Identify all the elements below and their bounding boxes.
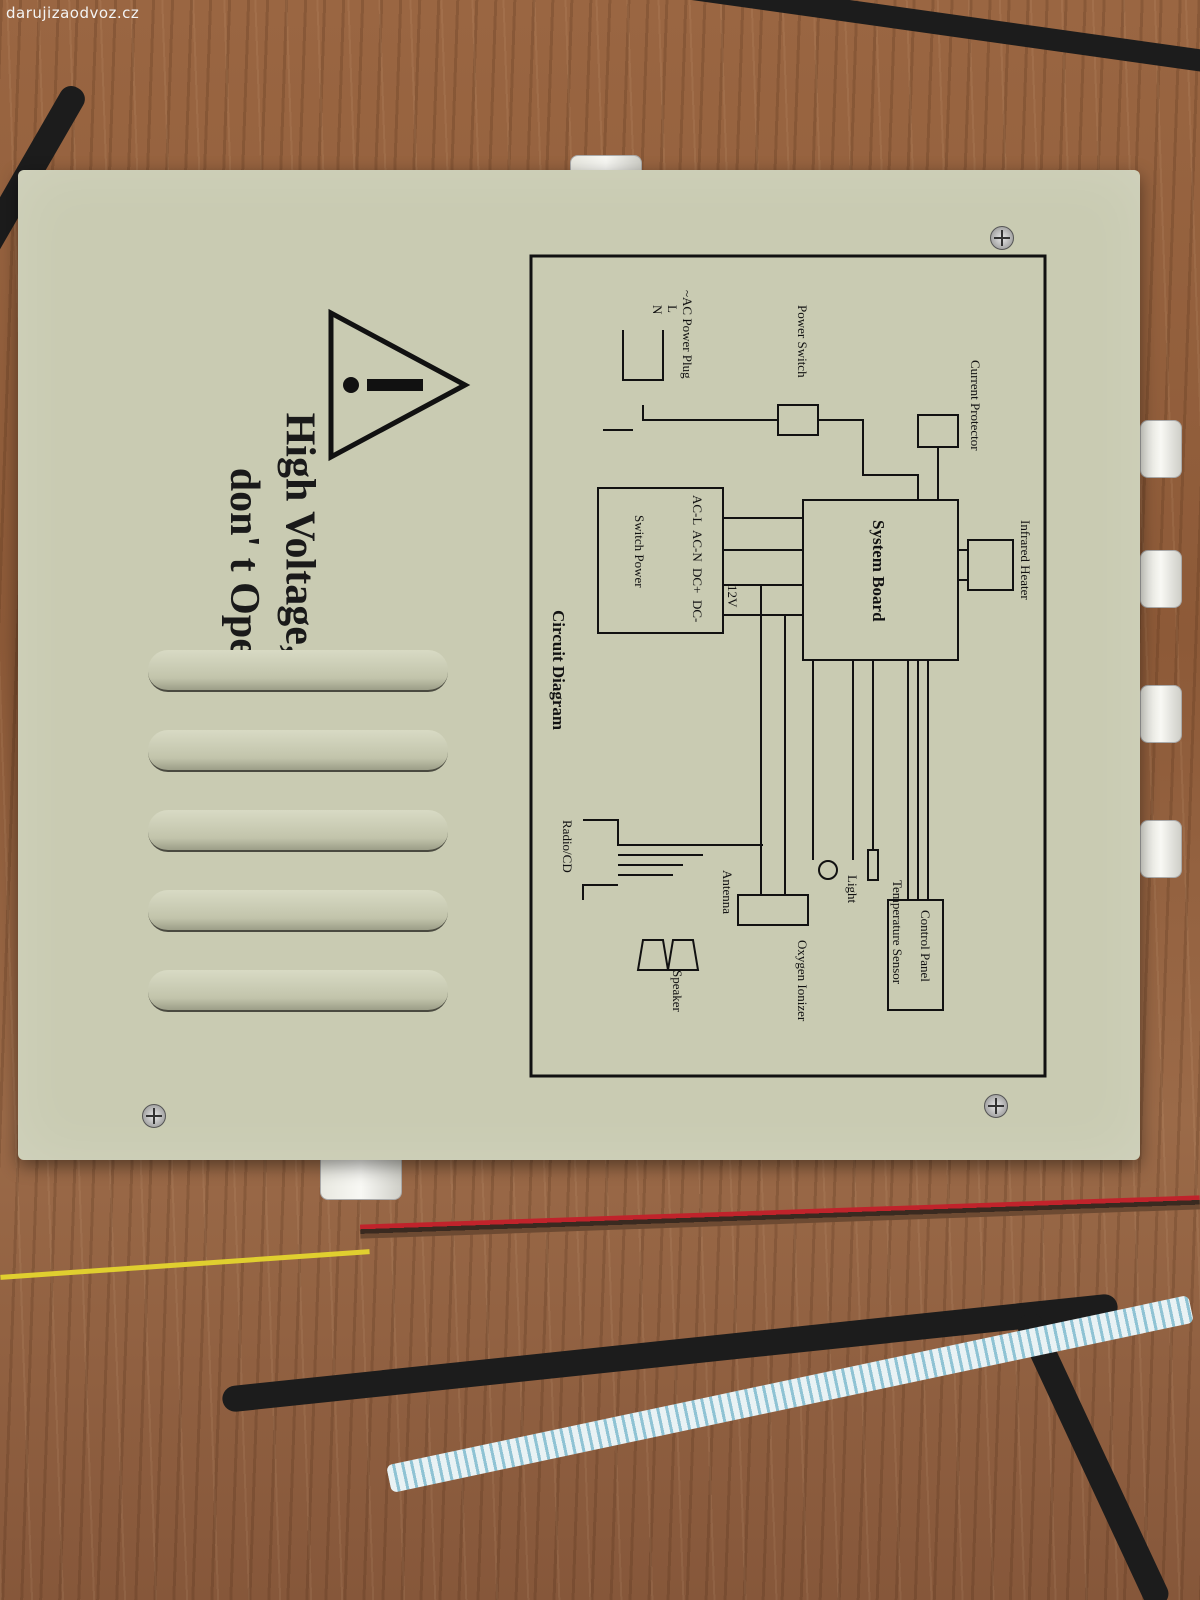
wire-bundle [360, 1195, 1200, 1239]
ac-plug-icon [622, 330, 664, 381]
screw [142, 1104, 166, 1128]
diagram-title: Circuit Diagram [549, 610, 568, 730]
light-label: Light [845, 875, 860, 904]
yellow-wire [0, 1249, 370, 1280]
ac-l-label: AC-L [690, 495, 705, 525]
oxygen-ionizer-block [737, 894, 809, 926]
dc-plus-label: DC+ [690, 568, 705, 593]
temperature-sensor-icon [867, 849, 879, 881]
circuit-diagram: System Board Switch Power AC-L AC-N DC+ … [529, 254, 1047, 1078]
warning-text-line2: don' t Open [221, 467, 268, 681]
warning-text-line1: High Voltage, [276, 412, 323, 656]
light-icon [818, 860, 838, 880]
l-label: L [665, 305, 680, 313]
switch-power-block [597, 487, 724, 634]
oxygen-ionizer-label: Oxygen Ionizer [795, 940, 810, 1022]
antenna-label: Antenna [720, 870, 735, 914]
power-switch-block [777, 404, 819, 436]
system-board-label: System Board [869, 520, 888, 622]
ac-plug-label: ~AC Power Plug [680, 290, 695, 379]
vent-slot [148, 730, 448, 772]
current-protector-block [917, 414, 959, 448]
warning-triangle-icon [328, 308, 471, 462]
control-panel-block [887, 899, 944, 1011]
switch-power-label: Switch Power [632, 515, 647, 588]
current-protector-label: Current Protector [968, 360, 983, 451]
screw [984, 1094, 1008, 1118]
screw [990, 226, 1014, 250]
power-switch-label: Power Switch [795, 305, 810, 378]
cable-gland [1140, 820, 1182, 878]
top-black-cable [621, 0, 1200, 74]
n-label: N [650, 305, 665, 315]
control-box: High Voltage, don' t Open System Board S… [18, 170, 1140, 1160]
speaker-icon [636, 939, 670, 971]
12v-label: 12V [725, 585, 740, 608]
vent-slot [148, 890, 448, 932]
vent-slot [148, 810, 448, 852]
infrared-heater-label: Infrared Heater [1018, 520, 1033, 600]
speaker-icon [666, 939, 700, 971]
radio-cd-label: Radio/CD [560, 820, 575, 873]
radio-cd-icon [582, 819, 763, 900]
watermark: darujizaodvoz.cz [6, 4, 140, 22]
speaker-label: Speaker [670, 970, 685, 1013]
ac-n-label: AC-N [690, 530, 705, 562]
vent-slot [148, 650, 448, 692]
cable-gland [1140, 420, 1182, 478]
cable-gland [1140, 685, 1182, 743]
control-panel-label: Control Panel [918, 910, 933, 982]
infrared-heater-icon [967, 539, 1014, 591]
cable-gland [1140, 550, 1182, 608]
diagram-frame [529, 254, 1047, 1078]
temperature-sensor-label: Temperature Sensor [890, 880, 905, 985]
vent-slot [148, 970, 448, 1012]
dc-minus-label: DC- [690, 600, 705, 622]
